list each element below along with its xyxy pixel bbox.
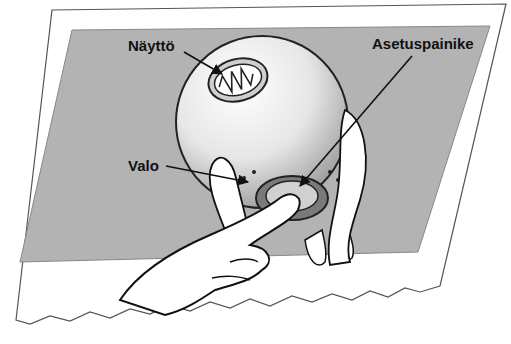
part-label: Näyttö — [128, 38, 175, 53]
part-label: Valo — [128, 158, 159, 173]
hand — [120, 194, 300, 315]
hand — [305, 230, 326, 265]
paper-sheet — [16, 4, 506, 324]
leader-line — [300, 56, 412, 186]
device-sphere — [176, 36, 348, 208]
hand — [212, 276, 250, 280]
hand — [329, 110, 366, 265]
leader-line — [184, 52, 222, 74]
leader-line — [166, 166, 248, 182]
part-label: Asetuspainike — [372, 36, 474, 51]
device-display — [204, 52, 273, 108]
hand — [230, 259, 258, 262]
